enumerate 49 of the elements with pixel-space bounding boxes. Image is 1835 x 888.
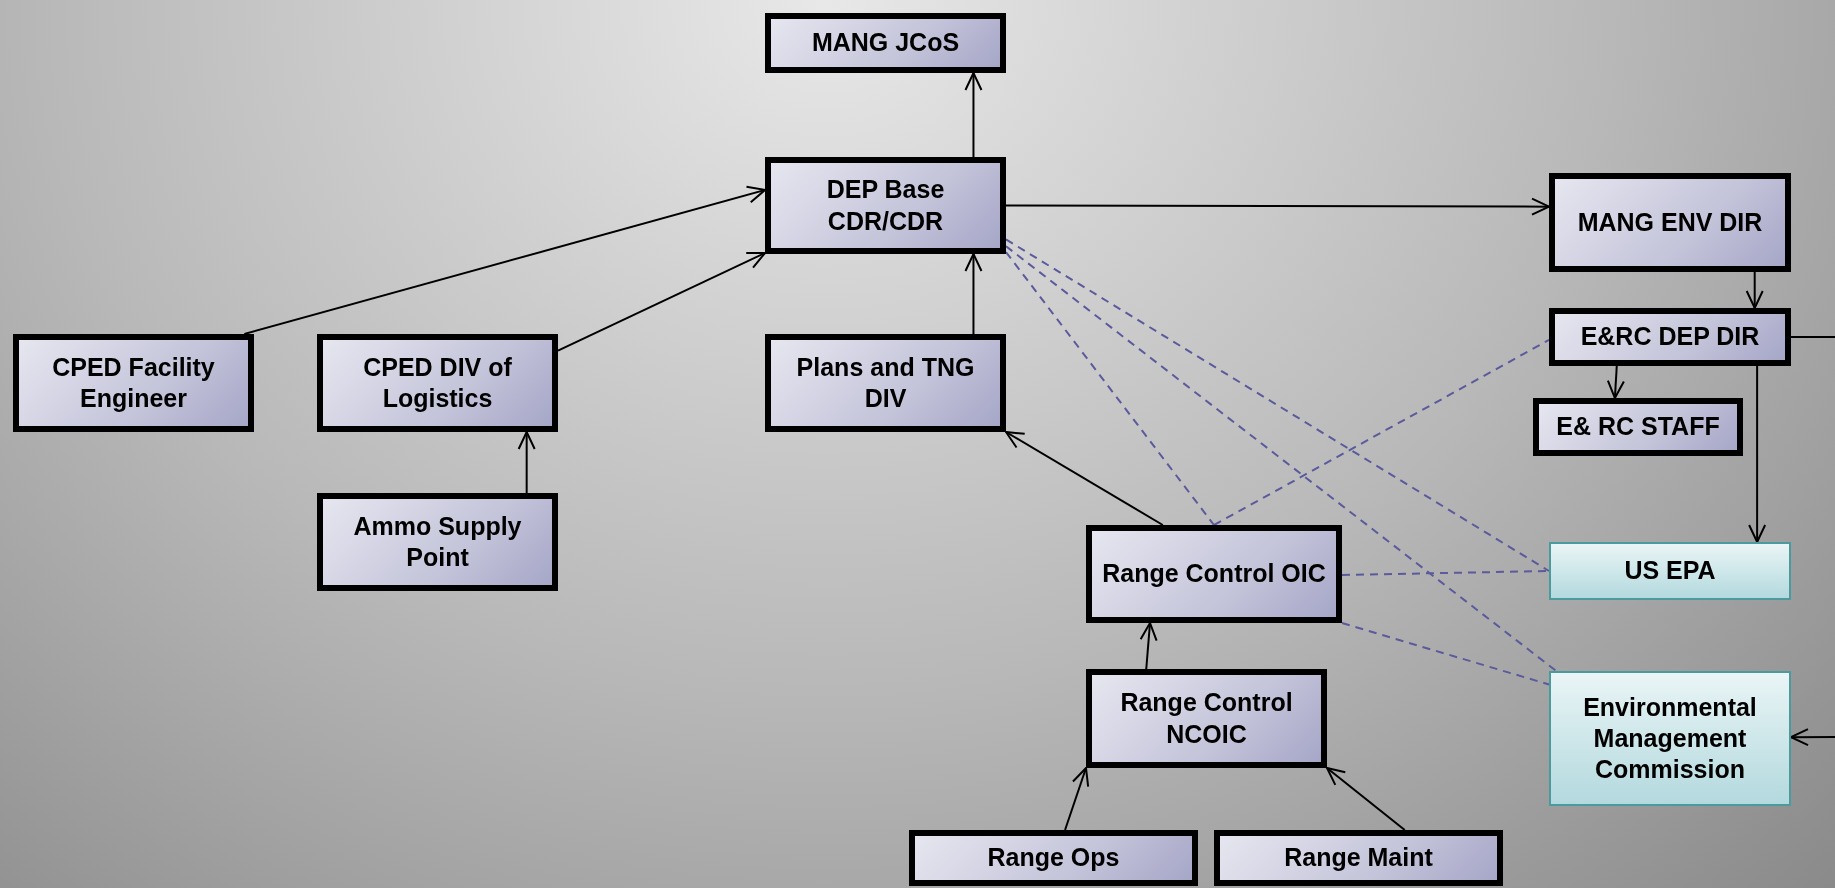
- org-box: [317, 334, 558, 432]
- arrow: [1064, 767, 1090, 831]
- box-label: Range Control NCOIC: [1119, 687, 1294, 750]
- arrow: [1606, 365, 1625, 399]
- arrow: [1139, 622, 1158, 670]
- arrow: [964, 253, 983, 335]
- arrow: [1748, 365, 1767, 543]
- dashed-line: [1005, 245, 1558, 672]
- dashed-line: [1005, 251, 1215, 526]
- arrow: [243, 185, 766, 335]
- org-box: [317, 493, 558, 591]
- box-label: MANG ENV DIR: [1576, 206, 1764, 238]
- box-label: E& RC STAFF: [1555, 411, 1721, 443]
- org-box: [1549, 308, 1791, 366]
- dashed-line: [1005, 238, 1550, 572]
- box-label: DEP Base CDR/CDR: [825, 174, 946, 237]
- dashed-line: [1341, 622, 1550, 686]
- org-box: [909, 830, 1198, 886]
- arrow: [1005, 197, 1550, 216]
- org-box: [1549, 173, 1791, 272]
- box-label: CPED Facility Engineer: [51, 351, 216, 414]
- box-label: E&RC DEP DIR: [1579, 321, 1761, 353]
- arrow: [964, 72, 983, 158]
- arrow: [1005, 431, 1164, 526]
- box-label: US EPA: [1623, 555, 1717, 587]
- box-label: Plans and TNG DIV: [795, 351, 976, 414]
- box-label: Environmental Management Commission: [1582, 691, 1758, 786]
- box-label: CPED DIV of Logistics: [362, 351, 513, 414]
- org-box: [13, 334, 254, 432]
- arrow: [1326, 767, 1406, 831]
- arrow: [1790, 728, 1835, 747]
- org-box: [765, 334, 1006, 432]
- org-box: [1533, 398, 1743, 456]
- box-label: MANG JCoS: [810, 27, 961, 59]
- box-label: Range Maint: [1283, 842, 1434, 874]
- org-box: [1214, 830, 1503, 886]
- org-box: [1549, 542, 1791, 600]
- dashed-line: [1213, 338, 1550, 526]
- box-label: Range Control OIC: [1101, 558, 1327, 590]
- org-box: [1549, 671, 1791, 806]
- org-box: [765, 13, 1006, 73]
- org-box: [765, 157, 1006, 254]
- arrow: [1745, 271, 1764, 309]
- arrow: [557, 252, 766, 352]
- org-box: [1086, 525, 1342, 623]
- box-label: Ammo Supply Point: [352, 510, 523, 573]
- arrow: [517, 431, 536, 494]
- box-label: Range Ops: [986, 842, 1121, 874]
- org-box: [1086, 669, 1327, 768]
